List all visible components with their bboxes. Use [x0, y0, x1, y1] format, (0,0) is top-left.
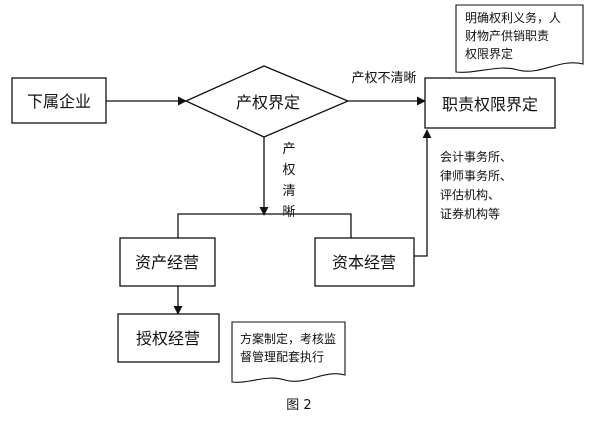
- note-agencies-line-2: 律师事务所、: [440, 168, 512, 183]
- edge-capital-to-responsibility: [414, 129, 432, 257]
- authorized-ops-label: 授权经营: [136, 329, 200, 348]
- note-top-right-text: 明确权利义务，人 财物产供销职责 权限界定: [465, 10, 561, 61]
- note-plan-text: 方案制定，考核监 督管理配套执行: [240, 331, 336, 364]
- connectors: [106, 96, 432, 315]
- decision-diamond[interactable]: [184, 65, 350, 138]
- note-agencies-line-3: 评估机构、: [440, 187, 500, 202]
- subsidiary-label: 下属企业: [27, 92, 91, 111]
- subsidiary-box[interactable]: [11, 77, 107, 124]
- note-agencies: 会计事务所、 律师事务所、 评估机构、 证券机构等: [440, 149, 512, 221]
- authorized-ops-box[interactable]: [117, 313, 220, 363]
- note-document-top-right: [455, 4, 584, 73]
- capital-ops-box[interactable]: [314, 237, 415, 287]
- note-top-right-line-1: 明确权利义务，人: [465, 10, 561, 25]
- responsibility-box[interactable]: [424, 77, 556, 129]
- edge-label-clear-char-1: 产: [282, 142, 295, 157]
- edge-label-clear-char-3: 清: [282, 184, 295, 199]
- note-top-right-line-3: 权限界定: [465, 46, 513, 61]
- note-agencies-line-4: 证券机构等: [440, 206, 500, 221]
- edge-split-branch: [177, 213, 352, 238]
- note-plan-line-1: 方案制定，考核监: [240, 331, 336, 346]
- edge-label-clear: 产 权 清 晰: [282, 142, 295, 220]
- edge-label-clear-char-2: 权: [282, 162, 295, 178]
- edge-label-unclear: 产权不清晰: [351, 70, 416, 86]
- note-document-plan: [231, 321, 346, 383]
- note-plan-line-2: 督管理配套执行: [240, 349, 324, 364]
- capital-ops-label: 资本经营: [332, 253, 396, 272]
- note-agencies-line-1: 会计事务所、: [440, 149, 512, 164]
- asset-ops-label: 资产经营: [135, 253, 199, 272]
- decision-label: 产权界定: [236, 93, 300, 112]
- figure-caption: 图 2: [286, 398, 311, 413]
- edge-label-clear-char-4: 晰: [282, 205, 295, 220]
- responsibility-label: 职责权限界定: [442, 95, 538, 114]
- note-top-right-line-2: 财物产供销职责: [465, 29, 549, 43]
- asset-ops-box[interactable]: [119, 237, 216, 287]
